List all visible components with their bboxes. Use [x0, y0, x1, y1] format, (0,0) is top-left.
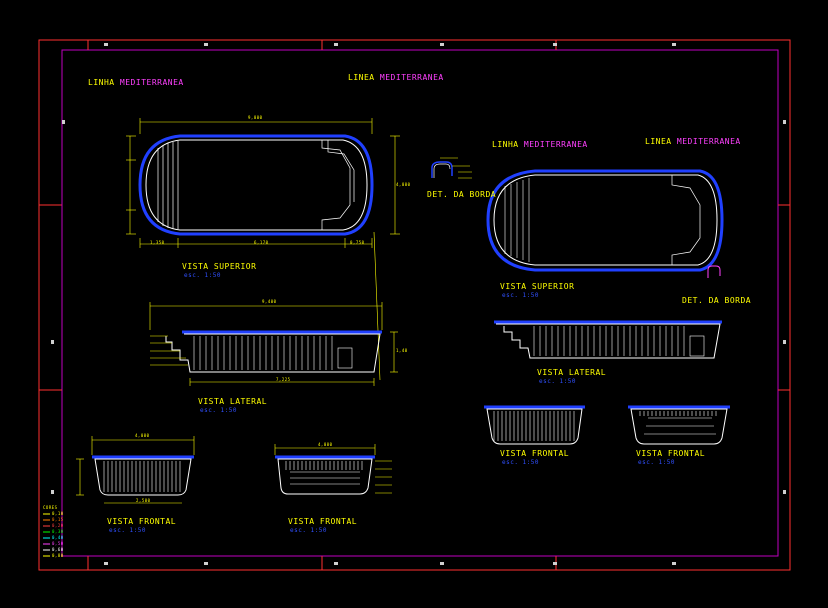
dim-side-depth: 1,40	[396, 348, 408, 353]
left-side-view-title: VISTA LATERAL	[198, 397, 268, 406]
sheet-frame	[38, 39, 791, 571]
right-front1-title: VISTA FRONTAL	[500, 449, 570, 458]
right-title-1: LINHA MEDITERRANEA	[492, 140, 588, 149]
right-title-2: LINEA MEDITERRANEA	[645, 137, 741, 146]
right-front2-title: VISTA FRONTAL	[636, 449, 706, 458]
right-top-view-scale: esc. 1:50	[502, 292, 540, 299]
left-front1-title: VISTA FRONTAL	[107, 517, 177, 526]
right-title1-b: MEDITERRANEA	[523, 140, 588, 149]
legend-item-label: 0,60	[52, 547, 64, 552]
dim-left-seg3: 0,750	[350, 240, 365, 245]
inner-border	[61, 49, 779, 557]
right-side-view-title: VISTA LATERAL	[537, 368, 607, 377]
edge-detail-2-label: DET. DA BORDA	[682, 296, 752, 305]
edge-detail-1-label: DET. DA BORDA	[427, 190, 497, 199]
legend-item-label: 0,80	[52, 553, 64, 558]
left-top-view	[126, 118, 400, 381]
left-title: LINHA MEDITERRANEA	[88, 78, 184, 87]
right-title1-a: LINHA	[492, 140, 519, 149]
legend-title: CORES	[43, 505, 58, 510]
left-side-view	[149, 302, 398, 386]
legend-item-label: 0,30	[52, 529, 64, 534]
center-title-a: LINEA	[348, 73, 375, 82]
dim-side-length: 9,400	[262, 299, 277, 304]
dim-left-seg1: 1,350	[150, 240, 165, 245]
right-top-view	[486, 169, 724, 278]
left-side-view-scale: esc. 1:50	[200, 407, 238, 414]
left-front-view-2	[274, 444, 392, 495]
left-title-b: MEDITERRANEA	[119, 78, 184, 87]
left-top-view-title: VISTA SUPERIOR	[182, 262, 257, 271]
dim-front1-width: 4,000	[135, 433, 150, 438]
legend-item-label: 0,20	[52, 523, 64, 528]
dim-top-width: 4,000	[396, 182, 411, 187]
right-front-view-1	[484, 405, 585, 445]
right-title2-b: MEDITERRANEA	[676, 137, 741, 146]
legend	[43, 513, 50, 557]
edge-detail-1	[431, 157, 472, 179]
legend-item-label: 0,40	[52, 535, 64, 540]
left-front2-scale: esc. 1:50	[290, 527, 328, 534]
right-front2-scale: esc. 1:50	[638, 459, 676, 466]
dim-top-length: 9,000	[248, 115, 263, 120]
dim-left-seg2: 6,170	[254, 240, 269, 245]
center-title-b: MEDITERRANEA	[379, 73, 444, 82]
dim-side-bottom: 7,225	[276, 377, 291, 382]
right-top-view-title: VISTA SUPERIOR	[500, 282, 575, 291]
dim-front2-width: 4,000	[318, 442, 333, 447]
dim-front1-bottom: 2,500	[136, 498, 151, 503]
left-front2-title: VISTA FRONTAL	[288, 517, 358, 526]
right-title2-a: LINEA	[645, 137, 672, 146]
legend-item-label: 0,10	[52, 511, 64, 516]
left-front-view-1	[76, 436, 195, 504]
left-top-view-scale: esc. 1:50	[184, 272, 222, 279]
legend-item-label: 0,50	[52, 541, 64, 546]
right-side-view-scale: esc. 1:50	[539, 378, 577, 385]
center-title: LINEA MEDITERRANEA	[348, 73, 444, 82]
right-side-view	[494, 320, 722, 359]
legend-item-label: 0,15	[52, 517, 64, 522]
right-front1-scale: esc. 1:50	[502, 459, 540, 466]
left-title-a: LINHA	[88, 78, 115, 87]
border-ticks	[39, 40, 790, 570]
border-marks	[51, 43, 786, 565]
right-front-view-2	[628, 405, 730, 445]
left-front1-scale: esc. 1:50	[109, 527, 147, 534]
